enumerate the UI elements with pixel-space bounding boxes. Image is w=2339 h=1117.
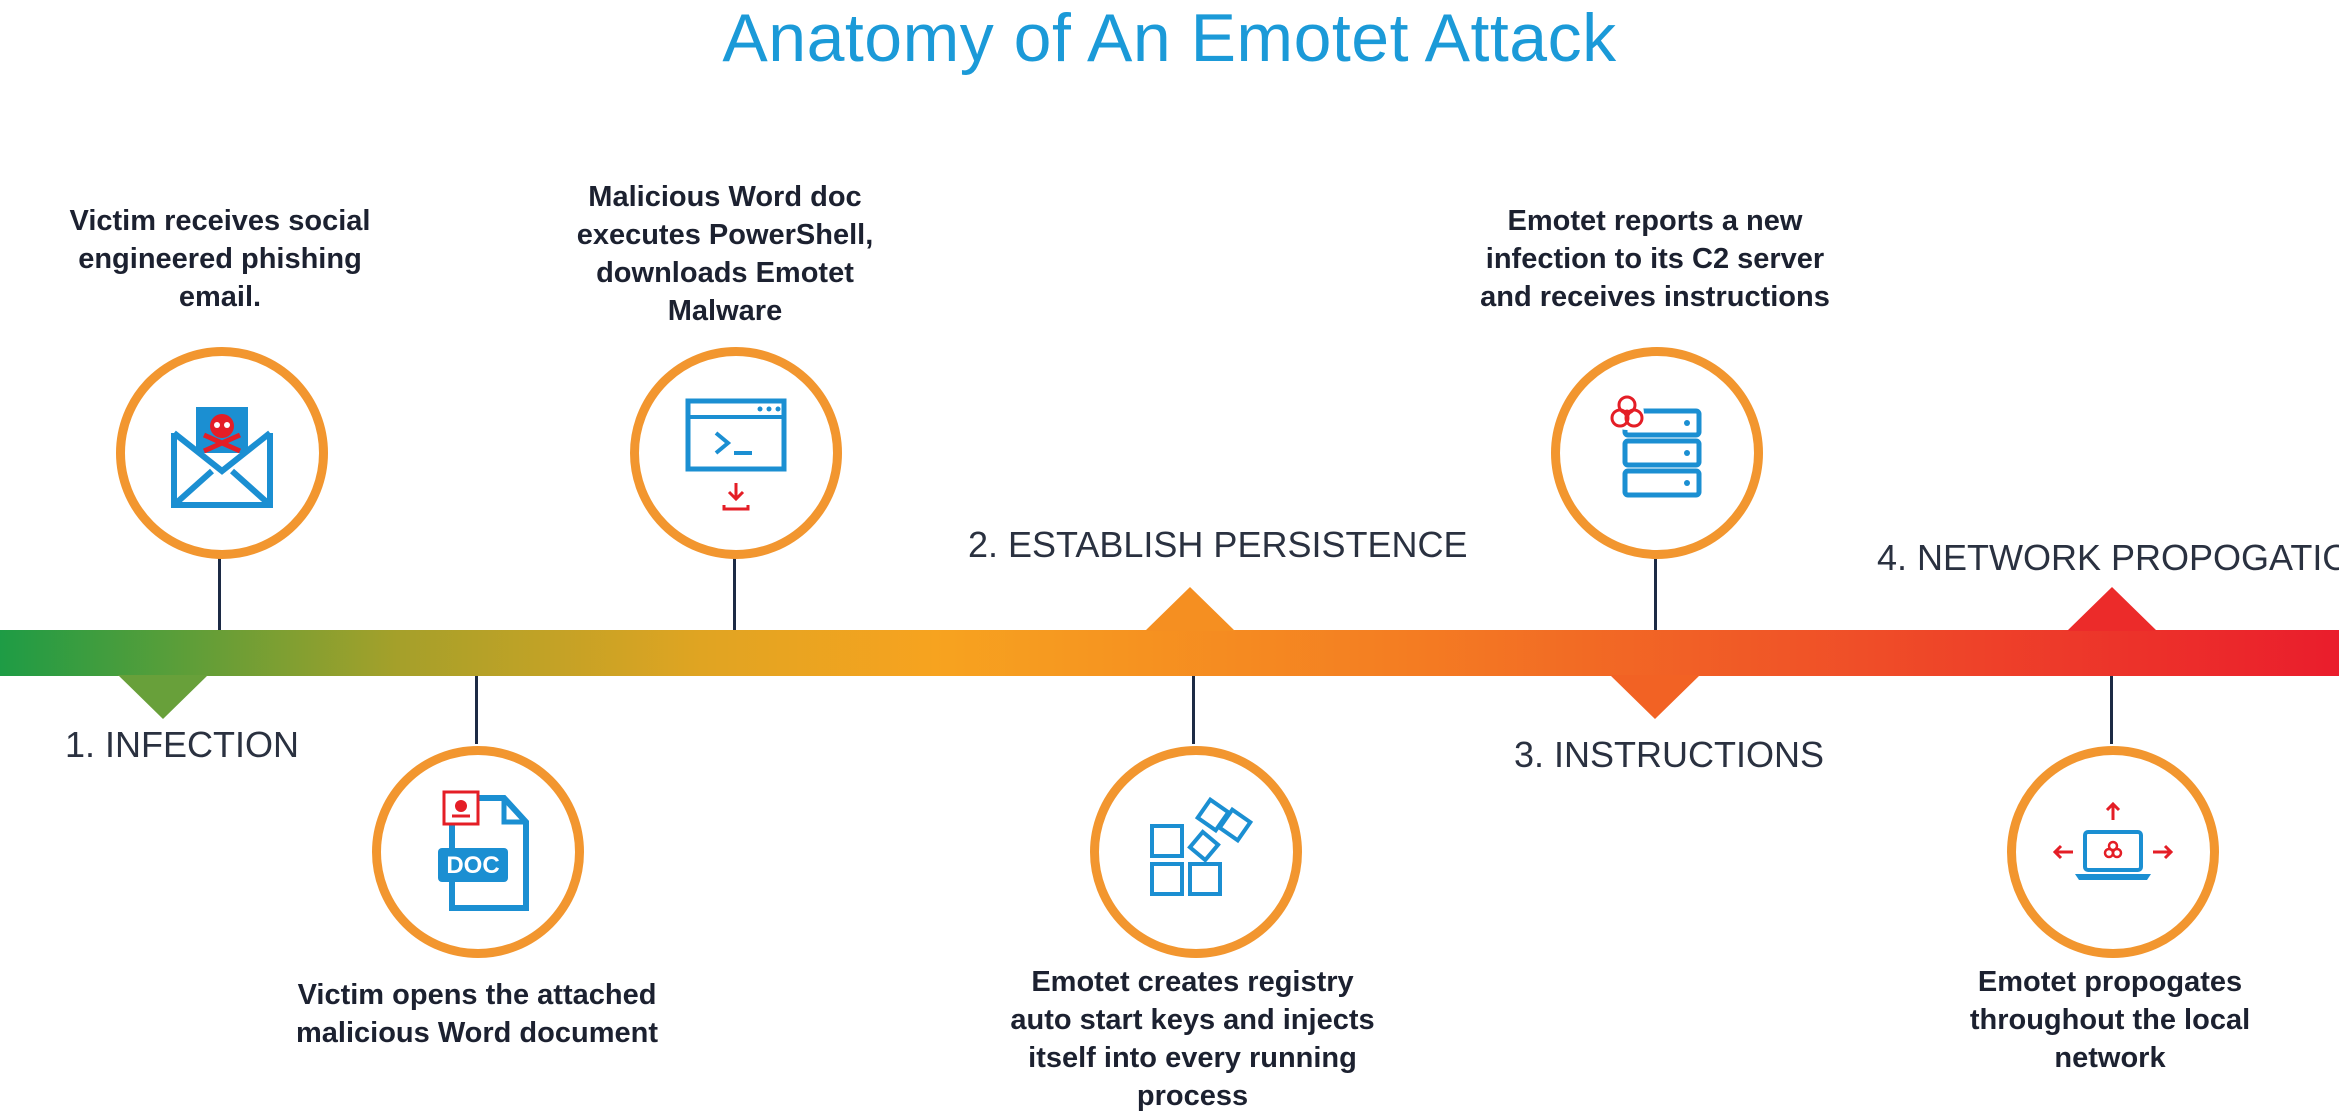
stage-label-propagation: 4. NETWORK PROPOGATION: [1877, 537, 2339, 578]
step-circle-phishing: [116, 347, 328, 559]
connector-stem: [1192, 676, 1195, 744]
malicious-doc-icon: DOC: [438, 790, 529, 911]
step-circle-c2: [1551, 347, 1763, 559]
step-description-document: Victim opens the attached malicious Word…: [295, 979, 658, 1049]
registry-blocks-icon: [1150, 796, 1254, 896]
powershell-download-icon: [685, 398, 787, 511]
step-circle-registry: [1090, 746, 1302, 958]
step-description-phishing: Victim receives social engineered phishi…: [69, 205, 371, 313]
step-description-powershell: Malicious Word doc executes PowerShell, …: [576, 181, 874, 327]
stage-pointer-infection: [118, 675, 208, 719]
step-description-registry: Emotet creates registry auto start keys …: [1010, 966, 1375, 1112]
stage-label-instructions: 3. INSTRUCTIONS: [1514, 734, 1825, 775]
connector-stem: [1654, 554, 1657, 630]
phishing-email-icon: [171, 407, 273, 508]
stage-pointer-persistence: [1145, 587, 1235, 631]
step-circle-powershell: [630, 347, 842, 559]
stage-pointer-propagation: [2067, 587, 2157, 631]
connector-stem: [475, 676, 478, 744]
timeline-bar: [0, 630, 2339, 676]
step-circle-network: [2007, 746, 2219, 958]
network-laptop-icon: [2052, 801, 2174, 880]
doc-label: DOC: [446, 852, 499, 879]
stage-pointer-instructions: [1610, 675, 1700, 719]
stage-label-persistence: 2. ESTABLISH PERSISTENCE: [968, 524, 1468, 565]
step-circle-document: DOC: [372, 746, 584, 958]
page-title: Anatomy of An Emotet Attack: [722, 0, 1617, 76]
stage-label-infection: 1. INFECTION: [65, 724, 300, 765]
step-description-network: Emotet propogates throughout the local n…: [1969, 966, 2251, 1074]
connector-stem: [218, 554, 221, 630]
step-description-c2: Emotet reports a new infection to its C2…: [1480, 205, 1830, 313]
connector-stem: [733, 554, 736, 630]
connector-stem: [2110, 676, 2113, 744]
c2-server-icon: [1610, 395, 1702, 498]
